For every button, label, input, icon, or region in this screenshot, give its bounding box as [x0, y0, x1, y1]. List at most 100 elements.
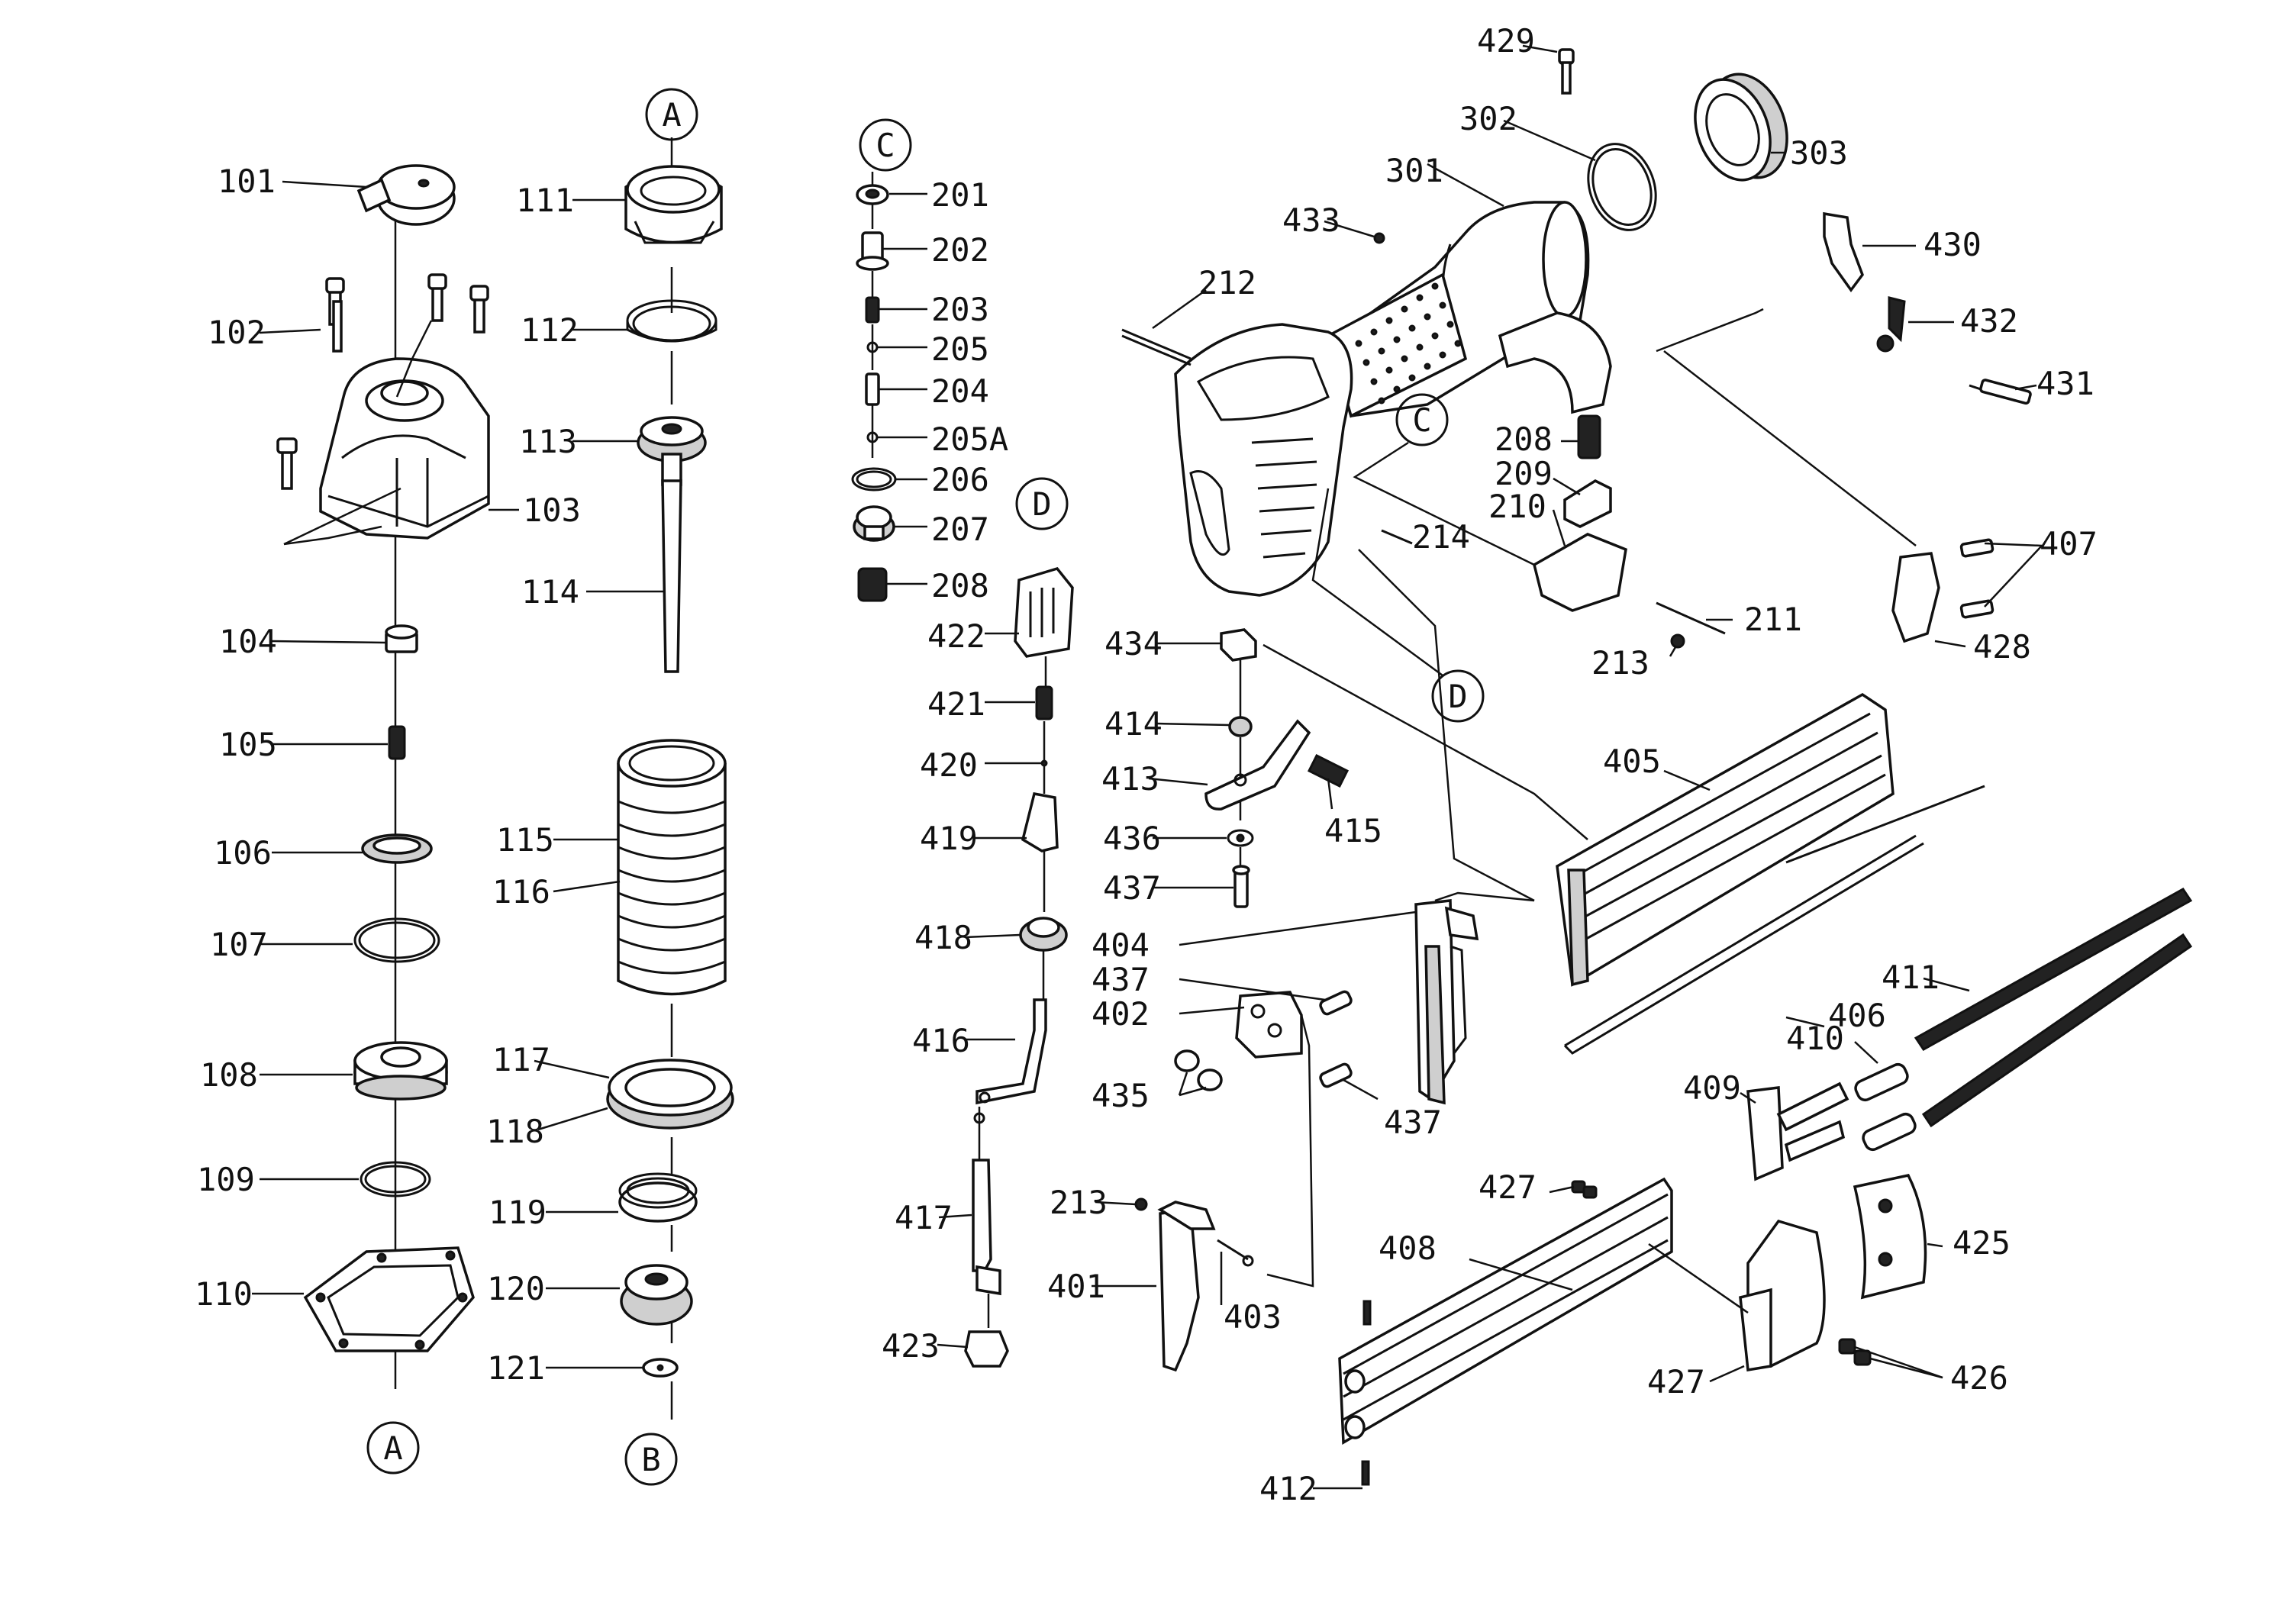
- label-212: 212: [1198, 264, 1256, 301]
- label-214: 214: [1412, 518, 1470, 556]
- label-111: 111: [516, 182, 574, 219]
- connector-markers: A A B C C D D: [366, 88, 1485, 1486]
- part-104: [385, 624, 418, 653]
- label-101: 101: [218, 163, 276, 200]
- part-107-o-ring: [353, 917, 440, 963]
- label-429: 429: [1477, 22, 1535, 60]
- label-406: 406: [1828, 997, 1886, 1034]
- label-402: 402: [1092, 995, 1150, 1033]
- label-431: 431: [2036, 365, 2094, 402]
- label-409: 409: [1683, 1069, 1741, 1107]
- label-436: 436: [1103, 820, 1161, 857]
- nose-assembly: [1134, 899, 1479, 1372]
- label-108: 108: [200, 1056, 258, 1094]
- connector-b: B: [624, 1433, 678, 1486]
- label-413: 413: [1101, 760, 1159, 798]
- svg-text:A: A: [662, 96, 681, 134]
- column-5-adjuster-parts: [1204, 628, 1350, 908]
- part-111: [624, 165, 723, 244]
- part-102-screws: [276, 273, 489, 490]
- label-302: 302: [1459, 100, 1517, 137]
- label-204: 204: [931, 372, 989, 410]
- label-407: 407: [2040, 525, 2098, 562]
- label-119: 119: [489, 1194, 547, 1231]
- label-411: 411: [1882, 959, 1940, 996]
- part-103-cylinder-head: [319, 357, 490, 540]
- part-109-o-ring: [360, 1161, 431, 1197]
- column-1-parts: [276, 164, 490, 1389]
- label-213-b: 213: [1591, 644, 1649, 682]
- svg-text:C: C: [876, 127, 895, 164]
- label-412: 412: [1259, 1470, 1317, 1507]
- label-301: 301: [1385, 152, 1443, 189]
- column-3-trigger-valve: [851, 172, 897, 602]
- label-437-b: 437: [1092, 961, 1150, 998]
- part-110-gasket: [303, 1246, 475, 1352]
- part-121-washer: [642, 1358, 679, 1378]
- part-105-spring: [388, 725, 406, 760]
- connector-d-top: D: [1015, 477, 1069, 530]
- part-117-118: [606, 1059, 734, 1130]
- label-437-a: 437: [1103, 869, 1161, 907]
- label-211: 211: [1744, 601, 1802, 638]
- label-110: 110: [195, 1275, 253, 1313]
- connector-c-top: C: [859, 118, 912, 172]
- label-419: 419: [920, 820, 978, 857]
- label-432: 432: [1960, 302, 2018, 340]
- label-206: 206: [931, 461, 989, 498]
- label-404: 404: [1092, 927, 1150, 964]
- label-434: 434: [1104, 625, 1163, 662]
- label-426: 426: [1950, 1359, 2008, 1397]
- label-121: 121: [487, 1349, 545, 1387]
- label-414: 414: [1104, 705, 1163, 743]
- grip-texture: [1326, 272, 1468, 418]
- part-101-cap: [356, 164, 456, 226]
- label-106: 106: [214, 834, 272, 872]
- label-115: 115: [496, 821, 554, 859]
- part-labels: 101 102 103 104 105 106 107 108 109 110 …: [195, 22, 2098, 1507]
- label-422: 422: [927, 617, 985, 655]
- label-425: 425: [1953, 1224, 2011, 1262]
- guide-lines: [252, 44, 2043, 1490]
- connector-d-body: D: [1431, 669, 1485, 723]
- label-420: 420: [920, 746, 978, 784]
- label-418: 418: [914, 919, 972, 956]
- column-4-safety-parts: [964, 566, 1074, 1368]
- label-207: 207: [931, 511, 989, 548]
- label-423: 423: [882, 1327, 940, 1365]
- label-203: 203: [931, 291, 989, 328]
- label-114: 114: [521, 573, 579, 611]
- part-114-driver: [661, 479, 682, 673]
- label-417: 417: [895, 1199, 953, 1236]
- label-437-c: 437: [1384, 1104, 1442, 1141]
- label-433: 433: [1282, 201, 1340, 239]
- svg-text:D: D: [1448, 678, 1467, 715]
- part-113-piston: [637, 416, 707, 486]
- label-120: 120: [487, 1270, 545, 1307]
- label-117: 117: [492, 1041, 550, 1078]
- label-416: 416: [912, 1022, 970, 1059]
- label-102: 102: [208, 314, 266, 351]
- label-202: 202: [931, 231, 989, 269]
- label-213-a: 213: [1050, 1184, 1108, 1221]
- valve-bracket: [1532, 414, 1726, 649]
- svg-text:B: B: [641, 1441, 660, 1478]
- trigger-parts: [1663, 211, 2032, 643]
- label-112: 112: [521, 311, 579, 349]
- label-107: 107: [210, 926, 268, 963]
- connector-a-top: A: [645, 88, 698, 141]
- svg-text:D: D: [1032, 485, 1051, 523]
- label-208-b: 208: [1495, 421, 1553, 458]
- label-435: 435: [1092, 1077, 1150, 1114]
- label-410: 410: [1786, 1020, 1844, 1057]
- label-427-b: 427: [1647, 1363, 1705, 1400]
- label-427-a: 427: [1479, 1168, 1537, 1206]
- label-415: 415: [1324, 812, 1382, 849]
- label-405: 405: [1603, 743, 1661, 780]
- part-108: [353, 1041, 448, 1101]
- label-109: 109: [197, 1161, 255, 1198]
- connector-c-body: C: [1395, 393, 1449, 446]
- tool-body: [1121, 48, 1788, 597]
- part-120-bumper: [620, 1264, 693, 1326]
